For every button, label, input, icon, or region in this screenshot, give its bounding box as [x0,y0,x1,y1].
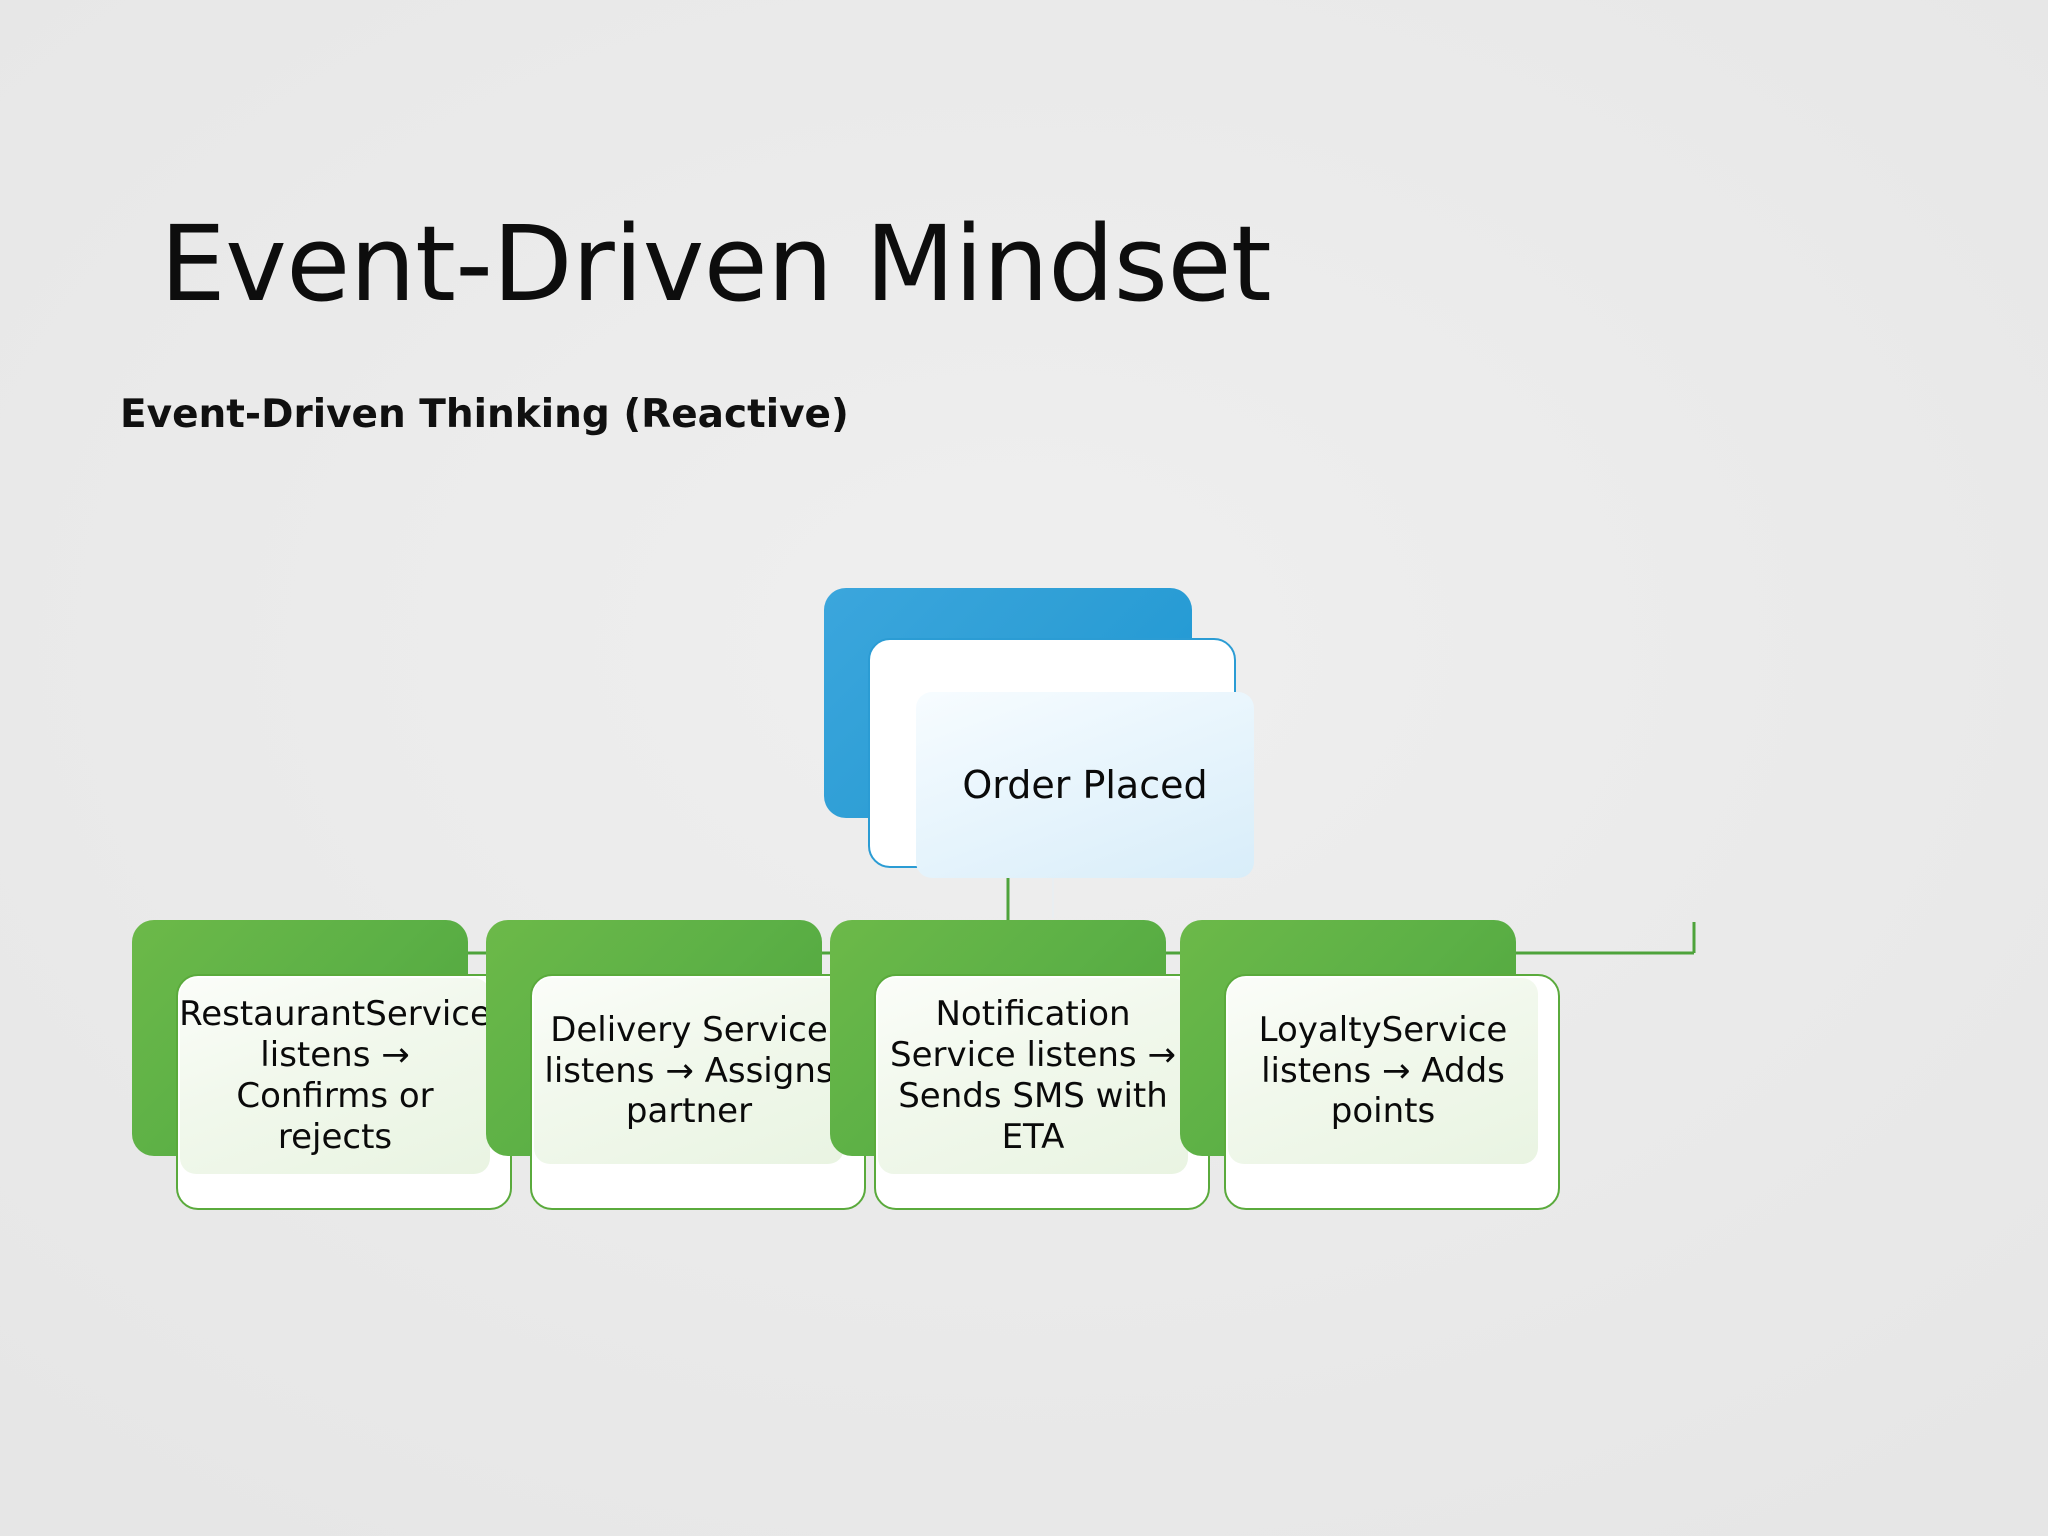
node-card: Order Placed [868,638,1254,918]
node-label: Notification Service listens → Sends SMS… [890,994,1176,1157]
node-delivery-service[interactable]: Delivery Service listens → Assigns partn… [486,920,866,1210]
node-card: Delivery Service listens → Assigns partn… [530,974,866,1210]
node-panel: RestaurantService listens → Confirms or … [179,978,491,1174]
node-card-seam [1052,878,1054,918]
node-panel: Delivery Service listens → Assigns partn… [534,978,844,1164]
node-label: Order Placed [962,762,1208,807]
node-notification-service[interactable]: Notification Service listens → Sends SMS… [830,920,1210,1210]
node-card: Notification Service listens → Sends SMS… [874,974,1210,1210]
page-subtitle: Event-Driven Thinking (Reactive) [120,392,849,438]
node-card: RestaurantService listens → Confirms or … [176,974,512,1210]
node-panel: Order Placed [916,692,1254,878]
node-label: RestaurantService listens → Confirms or … [179,994,491,1157]
page-title: Event-Driven Mindset [160,202,1272,325]
node-panel: LoyaltyService listens → Adds points [1228,978,1538,1164]
node-panel: Notification Service listens → Sends SMS… [878,978,1188,1174]
node-label: Delivery Service listens → Assigns partn… [544,1009,834,1132]
node-restaurant-service[interactable]: RestaurantService listens → Confirms or … [132,920,512,1210]
node-order-placed[interactable]: Order Placed [824,588,1254,918]
node-card: LoyaltyService listens → Adds points [1224,974,1560,1210]
node-loyalty-service[interactable]: LoyaltyService listens → Adds points [1180,920,1560,1210]
node-label: LoyaltyService listens → Adds points [1258,1009,1508,1132]
